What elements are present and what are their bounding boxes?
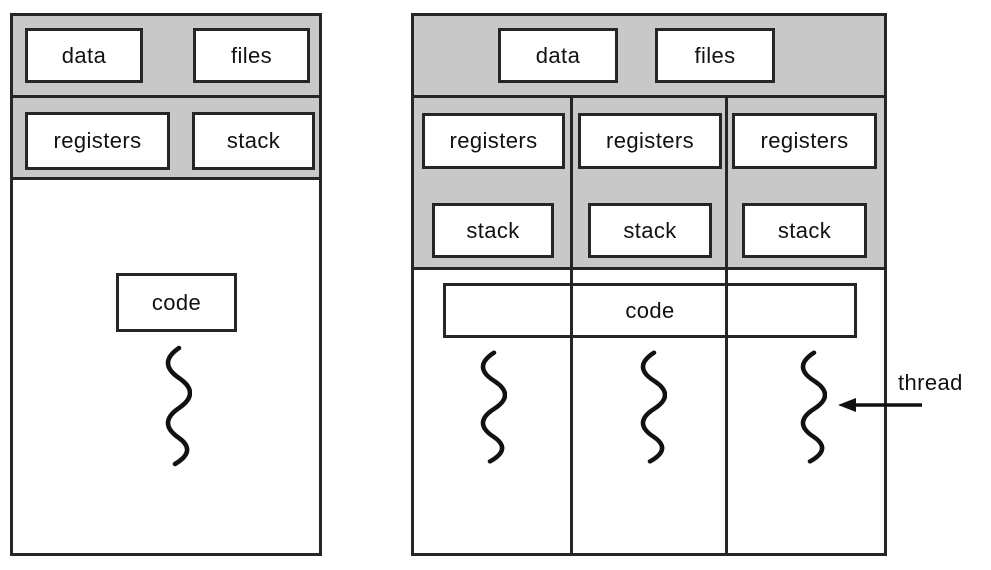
code-box: code: [116, 273, 237, 332]
stack-box: stack: [192, 112, 315, 170]
shared-state-band: [414, 16, 884, 98]
thread-squiggle-icon-2: [640, 350, 667, 464]
thread-arrow-icon: [838, 398, 922, 412]
files-box: files: [193, 28, 310, 83]
registers-box-1: registers: [422, 113, 565, 169]
multithreaded-process-panel: data files registers registers registers…: [411, 13, 887, 556]
thread-squiggle-icon: [165, 345, 192, 467]
registers-box: registers: [25, 112, 170, 170]
data-box: data: [25, 28, 143, 83]
code-box: code: [443, 283, 857, 338]
files-box: files: [655, 28, 775, 83]
data-box: data: [498, 28, 618, 83]
stack-box-1: stack: [432, 203, 554, 258]
registers-box-2: registers: [578, 113, 722, 169]
thread-squiggle-icon-3: [800, 350, 827, 464]
registers-box-3: registers: [732, 113, 877, 169]
thread-column-divider-2: [725, 98, 728, 553]
stack-box-3: stack: [742, 203, 867, 258]
single-threaded-process-panel: data files registers stack code: [10, 13, 322, 556]
thread-squiggle-icon-1: [480, 350, 507, 464]
thread-column-divider-1: [570, 98, 573, 553]
stack-box-2: stack: [588, 203, 712, 258]
thread-label: thread: [898, 370, 963, 395]
